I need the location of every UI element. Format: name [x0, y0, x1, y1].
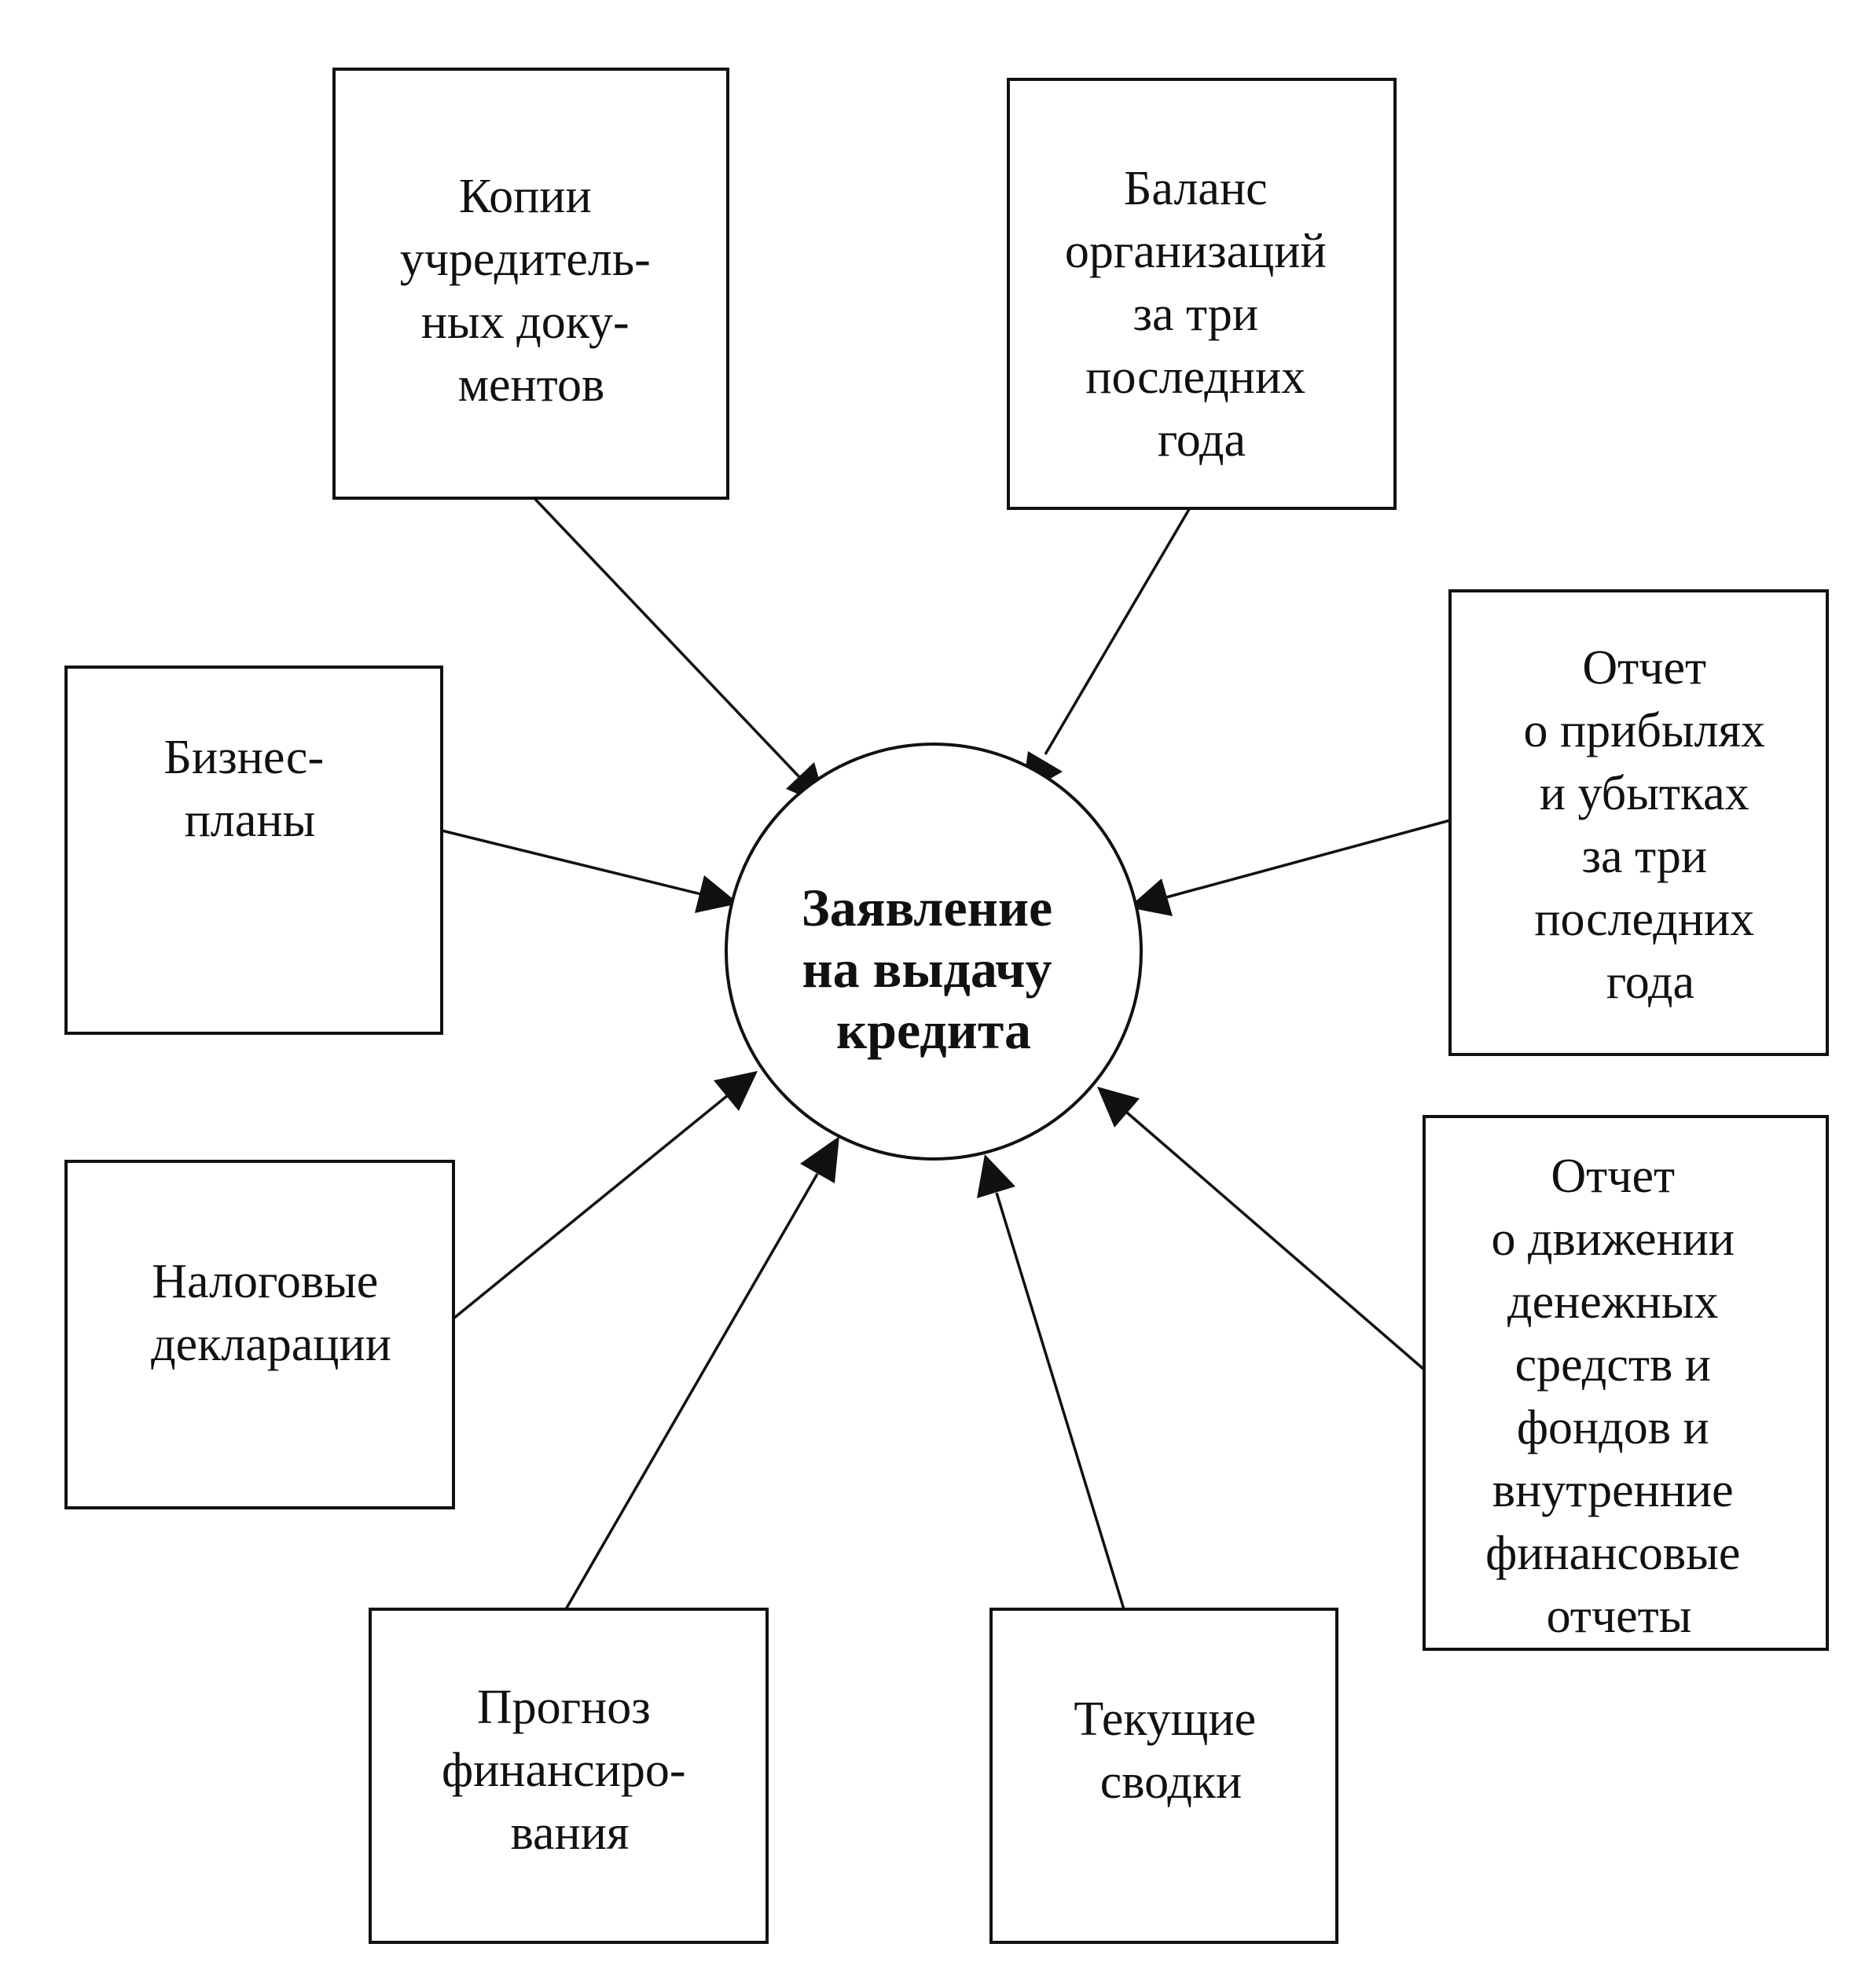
node-label: Прогноз финансиро- вания	[442, 1681, 698, 1860]
node-label-line: организаций	[1065, 225, 1327, 278]
node-tax: Налоговые декларации	[64, 1160, 455, 1509]
edge-profit	[1129, 819, 1451, 916]
node-label-line: о прибылях	[1523, 704, 1765, 757]
node-cashflow: Отчет о движении денежных средств и фонд…	[1423, 1115, 1829, 1651]
center-label-line: Заявление	[802, 878, 1052, 937]
node-label-line: внутренние	[1492, 1464, 1734, 1517]
node-label-line: о движении	[1491, 1212, 1735, 1266]
node-label-line: декларации	[151, 1318, 391, 1371]
node-label-line: Копии	[459, 170, 592, 223]
edge-current	[977, 1154, 1125, 1610]
arrowhead-icon	[977, 1154, 1015, 1198]
node-label-line: за три	[1581, 830, 1707, 883]
arrowhead-icon	[695, 875, 739, 913]
arrowhead-icon	[800, 1136, 839, 1183]
node-label-line: последних	[1085, 350, 1305, 404]
edge-balance	[1022, 504, 1193, 795]
node-business: Бизнес- планы	[64, 666, 443, 1035]
node-label: Бизнес- планы	[163, 731, 336, 847]
node-label-line: отчеты	[1547, 1590, 1692, 1643]
edge-forecast	[564, 1136, 839, 1610]
node-label-line: ных доку-	[421, 295, 630, 349]
edge-business	[441, 829, 739, 913]
center-label: Заявление на выдачу кредита	[802, 878, 1066, 1060]
node-label-line: Текущие	[1074, 1692, 1256, 1746]
node-label-line: средств и	[1515, 1338, 1711, 1392]
node-label-line: Баланс	[1124, 162, 1268, 215]
node-label: Отчет о прибылях и убытках за три послед…	[1523, 641, 1777, 1009]
arrowhead-icon	[714, 1071, 758, 1111]
arrowhead-icon	[1129, 878, 1173, 916]
node-label-line: Бизнес-	[163, 731, 324, 784]
node-label-line: года	[1606, 955, 1694, 1009]
node-label: Налоговые декларации	[151, 1255, 391, 1371]
edge-tax	[452, 1071, 758, 1320]
node-label-line: года	[1158, 413, 1246, 467]
node-label-line: Отчет	[1582, 641, 1706, 695]
node-label-line: финансиро-	[442, 1744, 686, 1797]
center-label-line: кредита	[836, 1000, 1031, 1060]
node-label-line: Отчет	[1551, 1150, 1675, 1203]
node-label-line: вания	[511, 1806, 630, 1860]
node-label: Баланс организаций за три последних года	[1065, 162, 1338, 467]
node-label-line: последних	[1534, 893, 1754, 946]
node-label-line: учредитель-	[400, 233, 651, 286]
node-label-line: финансовые	[1485, 1527, 1740, 1580]
edges	[441, 493, 1451, 1610]
node-label: Отчет о движении денежных средств и фонд…	[1485, 1150, 1753, 1643]
center-node-credit-application: Заявление на выдачу кредита	[725, 743, 1143, 1161]
node-balance: Баланс организаций за три последних года	[1007, 78, 1397, 510]
edge-cashflow	[1097, 1087, 1426, 1371]
node-label-line: и убытках	[1540, 767, 1749, 820]
node-current: Текущие сводки	[989, 1608, 1338, 1944]
node-copies: Копии учредитель- ных доку- ментов	[332, 68, 729, 500]
node-label-line: за три	[1133, 288, 1258, 341]
node-label: Текущие сводки	[1074, 1692, 1268, 1809]
node-label-line: фондов и	[1517, 1401, 1709, 1454]
arrowhead-icon	[1097, 1087, 1140, 1128]
node-label-line: денежных	[1507, 1275, 1718, 1329]
node-label-line: сводки	[1100, 1755, 1242, 1809]
node-label-line: Прогноз	[477, 1681, 651, 1734]
node-forecast: Прогноз финансиро- вания	[369, 1608, 769, 1944]
node-label-line: планы	[185, 794, 315, 847]
center-label-line: на выдачу	[802, 939, 1052, 999]
node-label: Копии учредитель- ных доку- ментов	[400, 170, 663, 412]
node-label-line: ментов	[458, 358, 604, 412]
node-label-line: Налоговые	[152, 1255, 378, 1308]
node-profit: Отчет о прибылях и убытках за три послед…	[1448, 589, 1829, 1056]
edge-copies	[530, 493, 827, 806]
